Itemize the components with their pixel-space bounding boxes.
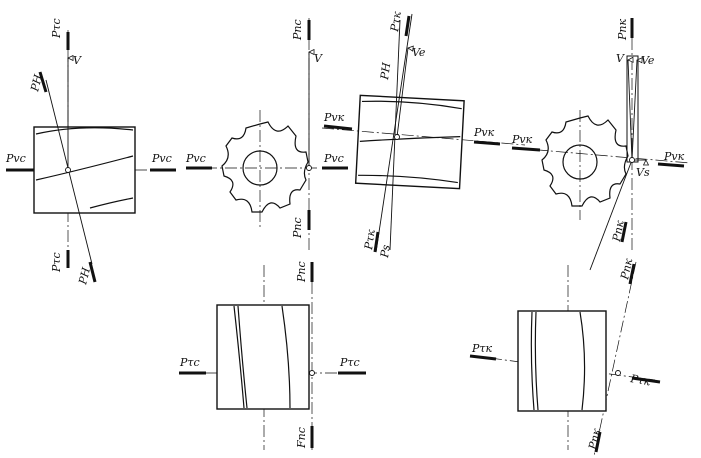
force-vector-ph-top <box>38 71 48 93</box>
force-vector-ptk-bottom <box>373 231 380 253</box>
cutting-edge-curve-top <box>361 100 462 110</box>
force-vector-pvk-left <box>323 124 353 131</box>
milling-cutter-body <box>541 115 629 207</box>
contact-point <box>306 165 312 171</box>
velocity-arrow-ve <box>396 45 414 138</box>
label-ve: Ve <box>412 46 426 59</box>
cutter-bore <box>242 150 278 186</box>
resultant-line <box>375 13 413 253</box>
cutting-edge-curve-mid <box>35 155 134 181</box>
force-vector-pvk-left <box>511 146 541 152</box>
label-ph-top: PH <box>28 73 45 94</box>
cutting-edge-line-1 <box>530 311 535 411</box>
workpiece-block <box>354 94 465 190</box>
label-pvc-left: Pvc <box>185 152 206 165</box>
label-pnk-top: Pnк <box>618 257 635 282</box>
label-pnk-bottom: Pnк <box>610 219 627 243</box>
cutting-edge-line-1 <box>233 305 245 409</box>
label-pnk-top: Pnк <box>616 19 629 41</box>
cutting-edge-curve-bottom <box>358 174 458 184</box>
resultant-line <box>589 159 633 271</box>
contact-point <box>65 167 71 173</box>
label-ptc-bottom: Pτc <box>50 252 63 273</box>
label-vs: Vs <box>636 166 650 179</box>
contact-point <box>309 370 315 376</box>
force-vector-ptk-right <box>631 376 661 384</box>
label-ptk-top: Pτк <box>388 10 404 33</box>
panel-bottom-left-block: Pnc Pτc Pτc Fnc <box>179 261 366 450</box>
cutting-edge-curve-top <box>35 127 134 135</box>
cutting-edge-curve-mid <box>359 136 461 142</box>
cutting-edge-line-2 <box>237 305 248 409</box>
label-pvk-right: Pvк <box>473 126 495 139</box>
cutting-edge-curve-bottom <box>89 197 134 209</box>
inclined-vertical-axis <box>593 261 637 457</box>
label-pvc-right: Pvc <box>323 152 344 165</box>
label-ptk-right: Pτк <box>628 372 651 389</box>
force-vector-pnk-bottom <box>620 221 628 243</box>
force-vector-ph-bottom <box>88 261 97 283</box>
label-pvc-left: Pvc <box>5 152 26 165</box>
force-vector-pnk-bottom <box>594 431 602 453</box>
label-pvk-left: Pvк <box>323 111 345 124</box>
label-ptc-right: Pτc <box>339 356 360 369</box>
label-ph-bottom: PH <box>76 266 93 287</box>
workpiece-block <box>33 126 136 214</box>
workpiece-block <box>216 304 310 410</box>
contact-point <box>629 157 635 163</box>
label-ps: Ps <box>378 244 393 260</box>
contact-point <box>615 370 621 376</box>
milling-cutter-body <box>221 121 309 213</box>
cutting-edge-line-3 <box>281 305 291 409</box>
cutting-edge-line-3 <box>579 311 586 411</box>
contact-point <box>394 134 400 140</box>
label-ptc-top: Pτc <box>50 18 63 39</box>
label-fnc-bottom: Fnc <box>295 427 308 449</box>
label-ptk-bottom: Pτк <box>362 228 378 251</box>
force-vector-ptk-top <box>404 15 411 37</box>
label-pnk-bottom: Pnк <box>586 427 603 452</box>
label-v: V <box>73 54 82 67</box>
panel-cutter-up: Pnc V Pvc Pvc Pnc <box>185 18 348 250</box>
label-pnc-bottom: Pnc <box>291 217 304 239</box>
label-ptc-left: Pτc <box>179 356 200 369</box>
label-pnc-top: Pnc <box>291 19 304 41</box>
panel-bottom-right-block: Pnк Pτк Pτк Pnк <box>469 257 661 457</box>
panel-cutter-down: Pnк V Ve Pvк Pvк Vs Pnк <box>511 18 691 271</box>
label-v: V <box>616 52 625 65</box>
label-ph: PH <box>378 61 393 81</box>
label-pvc-right: Pvc <box>151 152 172 165</box>
label-pvk-left: Pvк <box>511 133 533 146</box>
panel-top-left-block: Pτc V PH Pvc Pvc Pτc PH <box>5 18 176 287</box>
cutter-inclined-axis <box>515 147 691 164</box>
velocity-arrow-ve <box>631 57 643 161</box>
label-ptk-left: Pτк <box>471 342 492 355</box>
cutter-bore <box>562 144 598 180</box>
panel-top-mid-block: Pτк Ve PH Pvк Pvк Pτк Ps <box>321 10 526 260</box>
label-ve: Ve <box>641 54 655 67</box>
force-vector-pvk-right <box>657 162 685 168</box>
velocity-arrow-v <box>627 56 634 161</box>
label-pvk-right: Pvк <box>663 150 685 163</box>
cutting-edge-line-2 <box>534 311 539 411</box>
label-v: V <box>314 52 323 65</box>
force-vector-pvk-right <box>473 140 501 146</box>
force-vector-ptk-left <box>469 354 497 361</box>
label-pnc-top: Pnc <box>295 261 308 283</box>
force-vector-pnk-top <box>628 263 636 285</box>
